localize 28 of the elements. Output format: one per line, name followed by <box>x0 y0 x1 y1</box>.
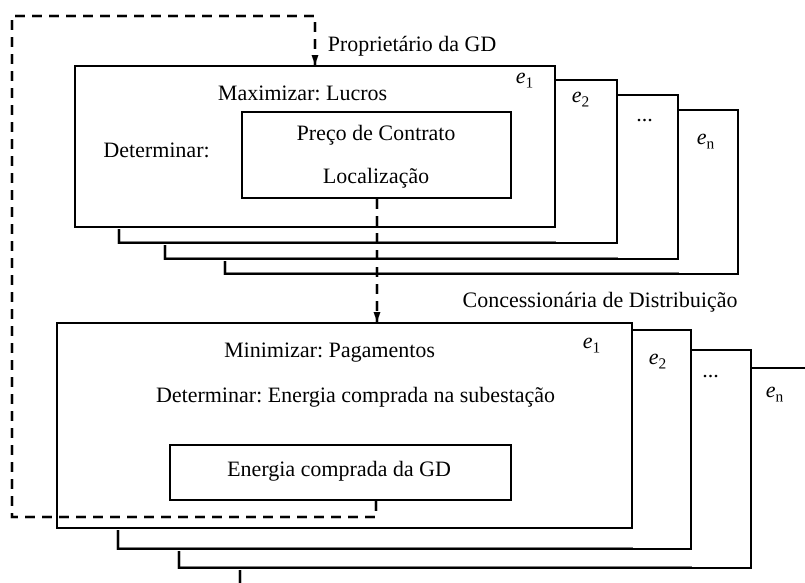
stacked-box <box>692 349 752 569</box>
dashed-arrow <box>374 199 380 322</box>
decision-variable: Localização <box>322 164 430 188</box>
objective-text: Minimizar: Pagamentos <box>224 337 435 362</box>
decision-text: Determinar: Energia comprada na subestação <box>156 382 556 407</box>
stacked-box <box>679 109 739 275</box>
scenario-label: e$_{1}$ <box>516 63 534 88</box>
scenario-label: e$_{2}$ <box>648 344 666 369</box>
stack-title: Concessionária de Distribuição <box>462 288 738 312</box>
objective-text: Maximizar: Lucros <box>218 80 388 105</box>
scenario-label: e$_{n}$ <box>766 377 784 402</box>
decision-box <box>168 444 512 500</box>
decision-variable: Preço de Contrato <box>296 120 456 146</box>
stacked-box <box>633 329 692 550</box>
decision-variable: Energia comprada da GD <box>227 456 451 482</box>
ellipsis: ... <box>636 101 653 126</box>
decision-label: Determinar: <box>103 137 210 162</box>
scenario-label: e$_{1}$ <box>582 328 600 353</box>
decision-box <box>240 110 512 198</box>
ellipsis: ... <box>702 357 719 382</box>
stacked-box <box>556 79 618 244</box>
stage-box <box>56 322 633 529</box>
stage-box <box>74 65 556 228</box>
scenario-label: e$_{2}$ <box>572 82 590 107</box>
stack-title: Proprietário da GD <box>328 32 496 56</box>
stacked-box <box>618 94 679 260</box>
dashed-arrow <box>10 14 378 518</box>
scenario-label: e$_{n}$ <box>696 124 714 149</box>
